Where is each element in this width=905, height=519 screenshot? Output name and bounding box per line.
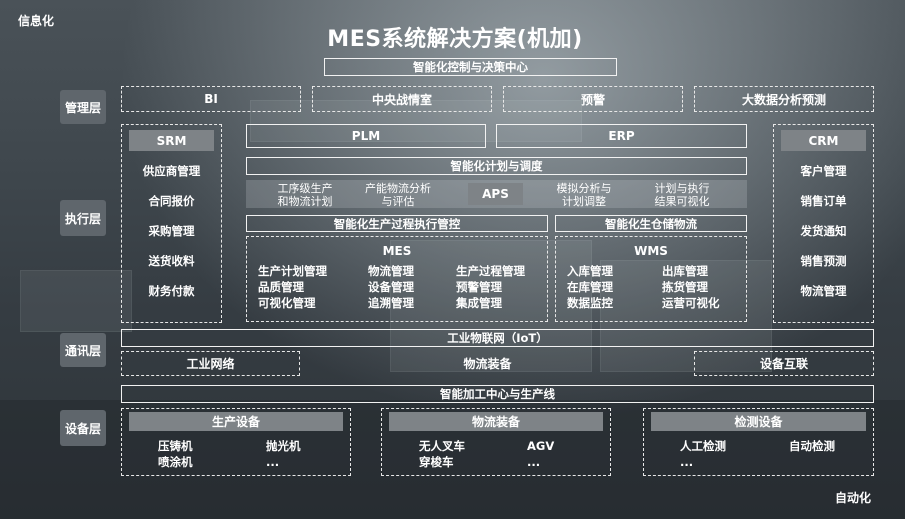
equipment-col: 自动检测	[789, 438, 835, 454]
layer-tag-communication: 通讯层	[60, 333, 106, 367]
layer-tag-execution: 执行层	[60, 200, 106, 236]
crm-item: 物流管理	[800, 284, 847, 298]
equipment-item: ...	[266, 455, 280, 469]
crm-item: 销售预测	[800, 254, 847, 268]
srm-title: SRM	[129, 130, 214, 151]
wms-col-2: 出库管理 拣货管理 运营可视化	[662, 263, 720, 311]
mes-item: 集成管理	[456, 296, 502, 310]
equipment-item: 压铸机	[158, 439, 193, 453]
wms-header: 智能化生仓储物流	[555, 215, 747, 232]
crm-panel	[773, 124, 874, 323]
comm-label-logistics: 物流装备	[463, 357, 512, 371]
machining-center-bar: 智能加工中心与生产线	[121, 385, 874, 403]
wms-item: 运营可视化	[662, 296, 720, 310]
crm-item: 客户管理	[800, 164, 847, 178]
srm-item: 财务付款	[148, 284, 195, 298]
srm-panel	[121, 124, 222, 323]
mgmt-box-bigdata: 大数据分析预测	[694, 86, 874, 112]
page-title: MES系统解决方案(机加)	[327, 27, 583, 52]
planning-header: 智能化计划与调度	[246, 157, 747, 175]
equipment-col: 无人叉车 穿梭车	[419, 438, 465, 470]
mes-panel	[246, 236, 548, 322]
crm-title: CRM	[781, 130, 866, 151]
bg-machine-right	[600, 260, 772, 372]
equipment-item: 人工检测	[680, 439, 726, 453]
srm-item: 供应商管理	[142, 164, 201, 178]
bg-machine-left	[20, 270, 132, 332]
equipment-item: 喷涂机	[158, 455, 193, 469]
mes-col-3: 生产过程管理 预警管理 集成管理	[456, 263, 525, 311]
equipment-group-inspection	[643, 408, 874, 476]
wms-panel	[555, 236, 747, 322]
planning-item-capacity: 产能物流分析 与评估	[365, 182, 431, 208]
planning-item-visualization: 计划与执行 结果可视化	[654, 182, 710, 208]
equipment-item: 自动检测	[789, 439, 835, 453]
mes-item: 物流管理	[368, 264, 414, 278]
mes-header: 智能化生产过程执行管控	[246, 215, 548, 232]
equipment-item: 无人叉车	[419, 439, 465, 453]
wms-title: WMS	[634, 244, 668, 258]
mes-item: 生产计划管理	[258, 264, 327, 278]
srm-item: 合同报价	[148, 194, 195, 208]
iot-bar: 工业物联网（IoT）	[121, 329, 874, 347]
mes-item: 预警管理	[456, 280, 502, 294]
layer-tag-equipment: 设备层	[60, 410, 106, 446]
wms-col-1: 入库管理 在库管理 数据监控	[567, 263, 613, 311]
mes-title: MES	[382, 244, 412, 258]
wms-item: 入库管理	[567, 264, 613, 278]
mes-item: 品质管理	[258, 280, 304, 294]
crm-item: 销售订单	[800, 194, 847, 208]
equipment-col: 人工检测 ...	[680, 438, 726, 470]
srm-item: 送货收料	[148, 254, 195, 268]
planning-item-simulation: 模拟分析与 计划调整	[556, 182, 612, 208]
comm-box-network: 工业网络	[121, 351, 300, 376]
bg-ceiling-light	[250, 100, 582, 142]
equipment-group-production	[121, 408, 351, 476]
corner-label-auto: 自动化	[835, 491, 872, 505]
erp-box: ERP	[496, 124, 747, 148]
wms-item: 拣货管理	[662, 280, 708, 294]
aps-badge: APS	[468, 183, 523, 205]
layer-tag-management: 管理层	[60, 90, 106, 124]
wms-item: 在库管理	[567, 280, 613, 294]
planning-item-schedule: 工序级生产 和物流计划	[277, 182, 333, 208]
mes-item: 设备管理	[368, 280, 414, 294]
wms-item: 出库管理	[662, 264, 708, 278]
mes-col-1: 生产计划管理 品质管理 可视化管理	[258, 263, 327, 311]
mes-item: 追溯管理	[368, 296, 414, 310]
bg-machine-center	[390, 240, 592, 372]
decision-center-box: 智能化控制与决策中心	[324, 58, 617, 76]
corner-label-info: 信息化	[18, 14, 55, 28]
srm-item: 采购管理	[148, 224, 195, 238]
equipment-title: 生产设备	[129, 412, 343, 431]
equipment-title: 物流装备	[389, 412, 603, 431]
mes-col-2: 物流管理 设备管理 追溯管理	[368, 263, 414, 311]
crm-item: 发货通知	[800, 224, 847, 238]
equipment-col: AGV ...	[527, 438, 554, 470]
equipment-item: ...	[680, 455, 694, 469]
equipment-item: AGV	[527, 439, 555, 453]
equipment-title: 检测设备	[651, 412, 866, 431]
mes-item: 可视化管理	[258, 296, 316, 310]
comm-box-device-interconnect: 设备互联	[694, 351, 874, 376]
plm-box: PLM	[246, 124, 486, 148]
equipment-item: ...	[527, 455, 541, 469]
equipment-col: 压铸机 喷涂机	[158, 438, 193, 470]
mgmt-box-bi: BI	[121, 86, 301, 112]
equipment-item: 穿梭车	[419, 455, 454, 469]
mgmt-box-warning: 预警	[503, 86, 683, 112]
equipment-group-logistics	[381, 408, 611, 476]
mes-item: 生产过程管理	[456, 264, 525, 278]
equipment-item: 抛光机	[266, 439, 301, 453]
wms-item: 数据监控	[567, 296, 613, 310]
equipment-col: 抛光机 ...	[266, 438, 301, 470]
mgmt-box-war-room: 中央战情室	[312, 86, 492, 112]
